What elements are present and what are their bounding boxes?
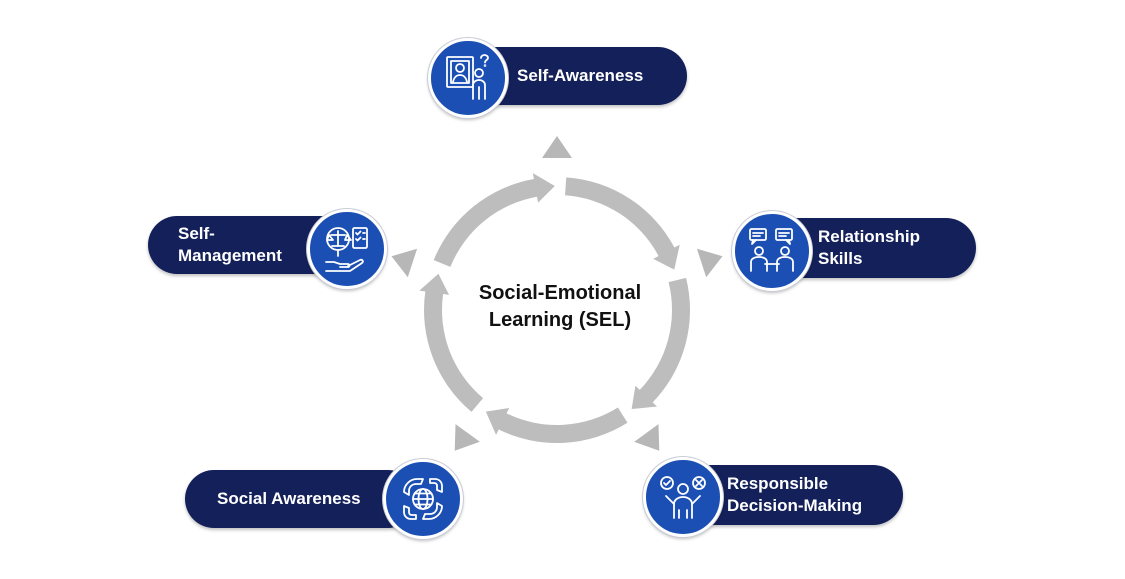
relationship-skills-label: Relationship Skills — [818, 227, 921, 268]
ring-segment-left — [433, 173, 555, 267]
responsible-decision-making-badge — [643, 457, 723, 537]
ring-segment-bottom-right — [485, 407, 628, 444]
social-awareness-label-pill: Social Awareness — [185, 470, 417, 528]
ring-segment-right — [631, 277, 690, 410]
self-management-badge — [307, 209, 387, 289]
ring-segments — [419, 173, 690, 444]
self-awareness-badge — [428, 38, 508, 118]
arrow-to-self-awareness — [542, 136, 572, 158]
responsible-decision-making-label: Responsible Decision-Making — [727, 474, 863, 515]
hands-around-globe-icon — [403, 478, 443, 520]
person-choice-check-cross-icon — [660, 476, 706, 519]
arrow-to-responsible-decision-making — [634, 424, 660, 451]
center-title: Social-Emotional Learning (SEL) — [478, 282, 642, 331]
social-awareness-badge — [383, 459, 463, 539]
two-people-talking-icon — [749, 228, 794, 272]
arrow-to-social-awareness — [454, 424, 480, 451]
person-portrait-question-icon — [446, 54, 489, 100]
relationship-skills-badge — [732, 211, 812, 291]
ring-segment-bottom-left — [419, 273, 484, 412]
social-awareness-label: Social Awareness — [217, 489, 361, 508]
self-management-label: Self- Management — [178, 224, 282, 265]
arrow-to-relationship-skills — [696, 248, 723, 278]
hand-balance-checklist-icon — [325, 227, 368, 272]
self-awareness-label: Self-Awareness — [517, 66, 644, 85]
arrow-to-self-management — [391, 248, 418, 278]
outward-arrows — [391, 136, 723, 451]
ring-segment-top — [565, 177, 680, 270]
